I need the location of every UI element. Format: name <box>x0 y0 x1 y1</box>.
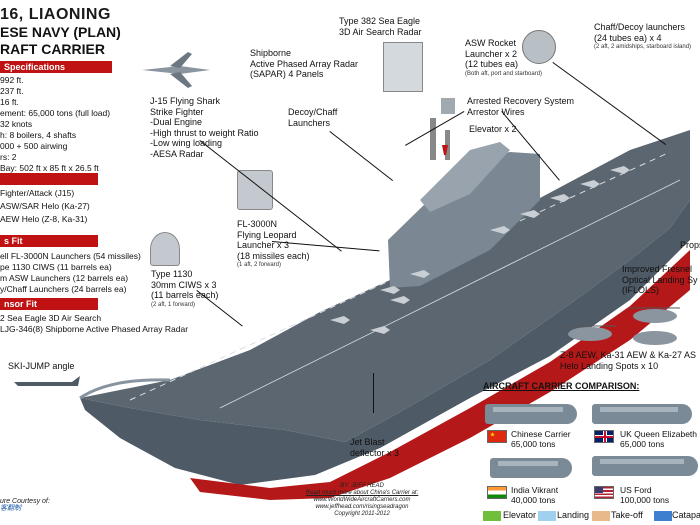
comparison-china-label: Chinese Carrier 65,000 tons <box>511 429 571 449</box>
airwing-asw: ASW/SAR Helo (Ka-27) <box>0 201 90 211</box>
us-flag-icon <box>594 486 614 499</box>
sensors-section-header: nsor Fit <box>0 298 98 310</box>
china-flag-icon <box>487 430 507 443</box>
legend-label-landing: Landing <box>557 510 590 520</box>
carrier-illustration <box>79 98 690 500</box>
hull-waterline <box>190 250 690 500</box>
page-title: 16, LIAONING <box>0 6 111 23</box>
callout-iflols: Improved Fresnel Optical Landing Sy (IFL… <box>622 264 698 295</box>
courtesy-credit: ure Courtesy of: 客翻制 <box>0 498 50 512</box>
ski-jump <box>79 378 171 400</box>
legend-label-elevator: Elevator <box>503 510 537 520</box>
callout-sapar: Shipborne Active Phased Array Radar (SAP… <box>250 48 359 79</box>
comparison-ship-india <box>490 458 572 478</box>
airwing-fighter: Fighter/Attack (J15) <box>0 188 75 198</box>
comparison-ship-us <box>592 456 698 476</box>
callout-props: Props <box>680 240 700 250</box>
page-subtitle-navy: ESE NAVY (PLAN) <box>0 24 121 40</box>
legend-label-takeoff: Take-off <box>611 510 643 520</box>
legend-label-catapult: Catapa <box>672 510 700 520</box>
sensor-sapar: LJG-346(8) Shipborne Active Phased Array… <box>0 324 189 334</box>
airwing-aew: AEW Helo (Z-8, Ka-31) <box>0 214 88 224</box>
spec-crew: 000 + 500 airwing <box>0 141 68 151</box>
legend-swatch-takeoff <box>592 511 610 521</box>
callout-ski-jump: SKI-JUMP angle <box>8 361 75 371</box>
j15-aircraft-icon <box>142 52 210 88</box>
spec-length: 992 ft. <box>0 75 24 85</box>
callout-helo-spots: Z-8 AEW, Ka-31 AEW & Ka-27 AS Helo Landi… <box>560 350 697 371</box>
comparison-title: AIRCRAFT CARRIER COMPARISON: <box>483 381 640 391</box>
ski-jump-ship-icon <box>14 376 80 386</box>
spec-hangar: Bay: 502 ft x 85 ft x 26.5 ft <box>0 163 99 173</box>
spec-elevators: rs: 2 <box>0 152 17 162</box>
legend-swatch-elevator <box>483 511 501 521</box>
callout-arrestor: Arrested Recovery System Arrestor Wires <box>467 96 575 117</box>
ciws-icon <box>150 232 180 266</box>
page-subtitle-type: RAFT CARRIER <box>0 41 105 57</box>
weapon-asw: m ASW Launchers (12 barrels ea) <box>0 273 129 283</box>
comparison-ship-china <box>485 404 577 424</box>
callout-chaff-top: Chaff/Decoy launchers (24 tubes ea) x 4 … <box>594 22 692 50</box>
callout-j15: J-15 Flying Shark Strike Fighter -Dual E… <box>150 96 259 159</box>
weapons-section-header: s Fit <box>0 235 98 247</box>
landing-line <box>219 179 681 409</box>
island <box>388 152 540 288</box>
comparison-india-label: India Vikrant 40,000 tons <box>511 485 559 505</box>
island-top <box>420 142 510 212</box>
callout-radar-382: Type 382 Sea Eagle 3D Air Search Radar <box>339 16 422 37</box>
callout-asw-rocket: ASW Rocket Launcher x 2 (12 tubes ea) (B… <box>465 38 543 77</box>
callout-ciws: Type 1130 30mm CIWS x 3 (11 barrels each… <box>151 269 219 308</box>
comparison-ship-uk <box>592 404 692 424</box>
weapon-fl3000n: ell FL-3000N Launchers (54 missiles) <box>0 251 141 261</box>
legend-swatch-landing <box>538 511 556 521</box>
airwing-section-header <box>0 173 98 185</box>
radar-382-icon <box>383 42 423 92</box>
sensor-sea-eagle: 2 Sea Eagle 3D Air Search <box>0 313 102 323</box>
asw-launcher-icon <box>522 30 556 64</box>
spec-draft: 16 ft. <box>0 97 19 107</box>
comparison-uk-label: UK Queen Elizabeth 65,000 tons <box>620 429 698 449</box>
callout-decoy: Decoy/Chaff Launchers <box>288 107 338 128</box>
callout-fl3000n: FL-3000N Flying Leopard Launcher x 3 (18… <box>237 219 310 268</box>
uk-flag-icon <box>594 430 614 443</box>
specs-section-header: Specifications <box>0 61 112 73</box>
weapon-ciws: pe 1130 CIWS (11 barrels ea) <box>0 262 112 272</box>
deck-aircraft <box>330 166 630 334</box>
hull <box>80 200 690 485</box>
island-flag <box>442 145 448 155</box>
radar-382 <box>441 98 455 114</box>
india-flag-icon <box>487 486 507 499</box>
callout-elevator: Elevator x 2 <box>469 124 517 134</box>
credits-block: BY: JEFF HEAD Read much more about China… <box>305 483 419 517</box>
legend-swatch-catapult <box>654 511 672 521</box>
fl3000n-icon <box>237 170 273 210</box>
spec-speed: 32 knots <box>0 119 33 129</box>
spec-displacement: ement: 65,000 tons (full load) <box>0 108 111 118</box>
spec-beam: 237 ft. <box>0 86 24 96</box>
spec-propulsion: h: 8 boilers, 4 shafts <box>0 130 77 140</box>
mast <box>430 118 436 160</box>
comparison-us-label: US Ford 100,000 tons <box>620 485 670 505</box>
weapon-chaff: y/Chaff Launchers (24 barrels ea) <box>0 284 127 294</box>
helicopters-icon <box>566 307 680 345</box>
callout-jet-blast: Jet Blast deflector x 3 <box>350 437 400 458</box>
leader-jet-blast <box>373 373 374 413</box>
flight-deck <box>80 130 690 442</box>
